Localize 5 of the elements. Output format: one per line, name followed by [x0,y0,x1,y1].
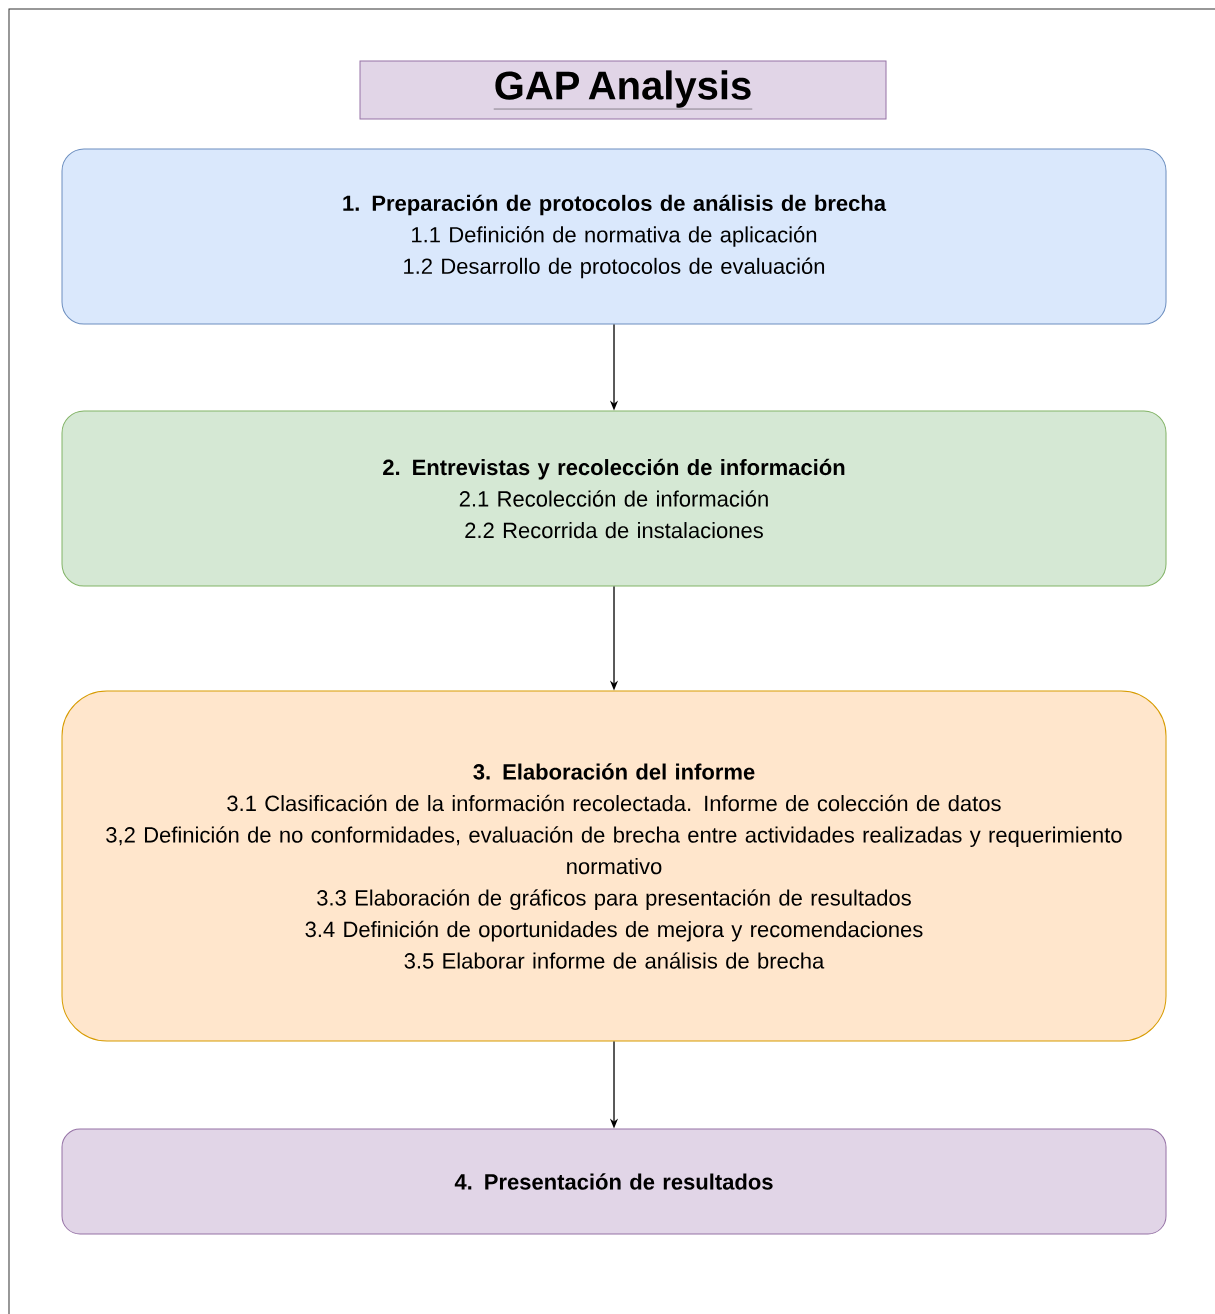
title-box: GAP Analysis [359,60,887,120]
process-box: 2. Entrevistas y recolección de información 2.1 Recolección de información 2.2 Recorrida de instalaciones [61,410,1167,587]
process-box: 1. Preparación de protocolos de análisis de brecha 1.1 Definición de normativa de aplicación 1.2 Desarrollo de protocolos de evaluación [61,148,1167,325]
process-box: 4. Presentación de resultados [61,1128,1167,1235]
process-box: 3. Elaboración del informe 3.1 Clasificación de la información recolectada. Informe de colección de datos 3,2 Definición de no conformidades, evaluación de brecha entre actividades realizadas y requerimiento normativo 3.3 Elaboración de gráficos para presentación de resultados 3.4 Definición de oportunidades de mejora y recomendaciones 3.5 Elaborar informe de análisis de brecha [61,690,1167,1042]
